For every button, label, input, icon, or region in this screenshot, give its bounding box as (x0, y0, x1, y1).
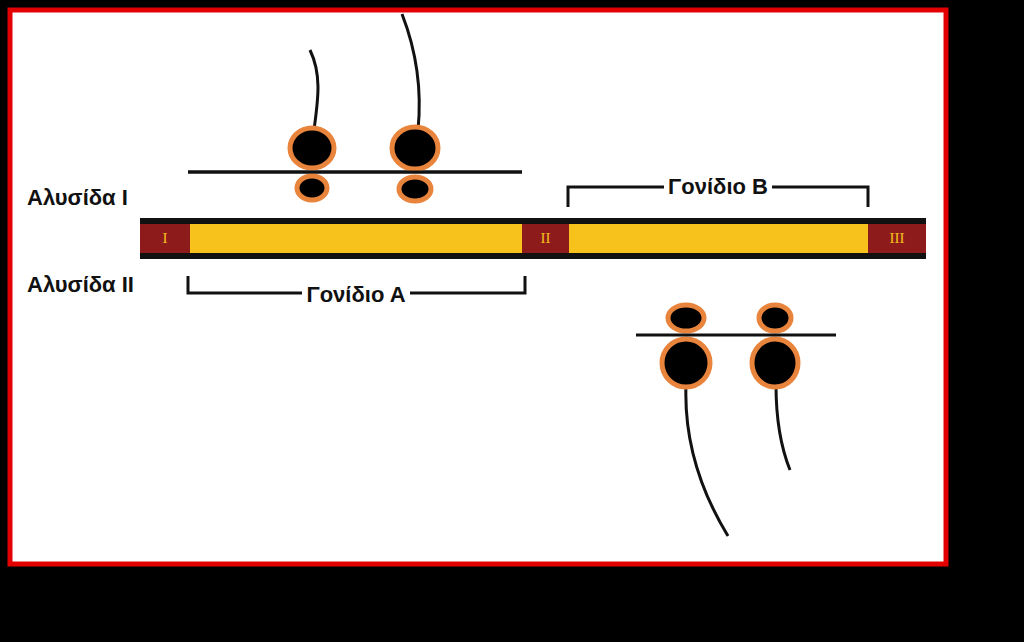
gene-label: Γονίδιο Α (302, 283, 409, 307)
mrna-strand (188, 171, 522, 174)
region-label: I (163, 231, 168, 246)
gene-label: Γονίδιο Β (664, 175, 772, 199)
strand-label: Αλυσίδα I (27, 186, 128, 210)
region-box: II (522, 218, 569, 259)
region-box: III (868, 218, 926, 259)
polypeptide-chain (310, 50, 318, 130)
polypeptide-chain (402, 14, 419, 130)
region-box: I (140, 218, 190, 259)
ribosome (662, 305, 798, 387)
polypeptide-chain (686, 385, 728, 536)
ribosome (290, 127, 438, 201)
region-label: II (541, 231, 551, 246)
polypeptide-chain (776, 385, 790, 470)
strand-label: Αλυσίδα II (27, 273, 134, 297)
frame (10, 10, 946, 564)
region-label: III (890, 231, 905, 246)
mrna-strand (636, 334, 836, 337)
mrna-strand (188, 171, 522, 174)
